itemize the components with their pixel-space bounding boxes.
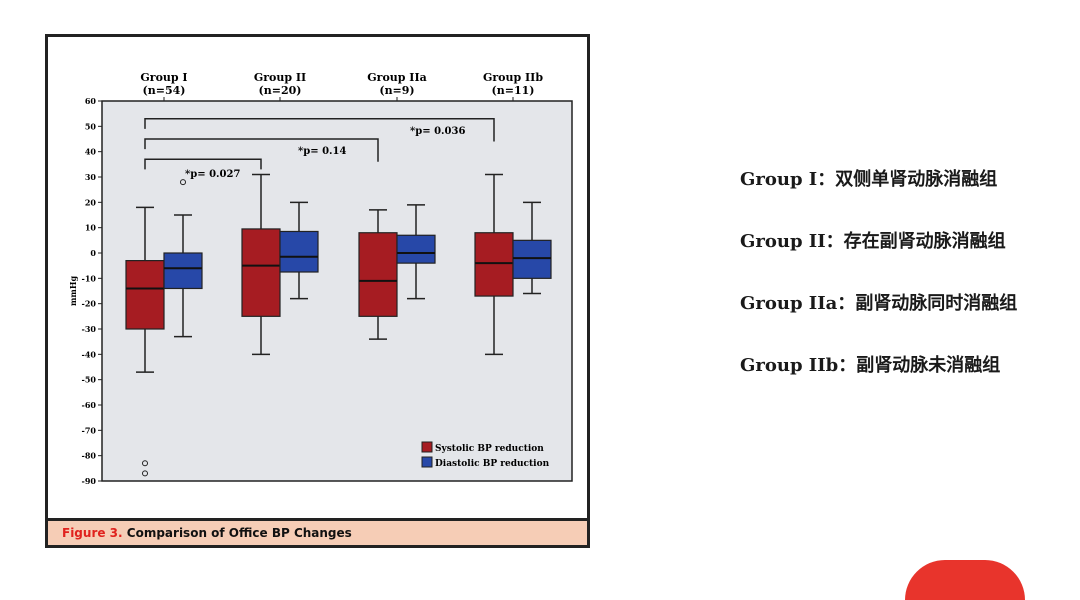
box-systolic bbox=[125, 260, 165, 330]
box-diastolic bbox=[279, 230, 319, 273]
y-tick-label: 10 bbox=[85, 223, 97, 233]
category-label: Group IIa bbox=[367, 71, 426, 84]
y-tick-label: -40 bbox=[82, 349, 97, 359]
group-description-item: Group I：双侧单肾动脉消融组 bbox=[740, 165, 1017, 227]
significance-bracket bbox=[144, 158, 262, 170]
legend-label: Systolic BP reduction bbox=[435, 444, 544, 454]
y-tick-label: 0 bbox=[90, 248, 96, 258]
legend-swatch bbox=[421, 441, 433, 453]
group-name: Group I： bbox=[740, 169, 836, 190]
category-label: Group II bbox=[254, 71, 306, 84]
significance-bracket bbox=[144, 138, 379, 162]
decorative-red-shape bbox=[905, 560, 1025, 600]
group-text: 副肾动脉未消融组 bbox=[856, 355, 1001, 376]
group-name: Group II： bbox=[740, 231, 844, 252]
p-value-label: *p= 0.036 bbox=[410, 126, 465, 137]
category-label: Group IIb bbox=[483, 71, 543, 84]
box-systolic bbox=[358, 232, 398, 317]
y-tick-label: -50 bbox=[82, 375, 97, 385]
y-tick-label: 20 bbox=[85, 197, 97, 207]
y-tick-label: 40 bbox=[85, 147, 97, 157]
y-tick-label: 50 bbox=[85, 121, 97, 131]
y-tick-label: 30 bbox=[85, 172, 97, 182]
figure-caption: Figure 3. Comparison of Office BP Change… bbox=[45, 518, 590, 548]
box-plot-chart: 60 50 40 30 20 10 0 -10 -20 -30 -40 -50 -60 -70 -80 -90… bbox=[68, 71, 573, 486]
outlier-point bbox=[142, 460, 148, 467]
y-tick-label: -60 bbox=[82, 400, 97, 410]
group-text: 存在副肾动脉消融组 bbox=[843, 231, 1006, 252]
outlier-point bbox=[142, 470, 148, 477]
y-tick-label: -30 bbox=[82, 324, 97, 334]
group-description-item: Group IIb：副肾动脉未消融组 bbox=[740, 351, 1017, 413]
group-text: 双侧单肾动脉消融组 bbox=[835, 169, 998, 190]
figure-frame: 60 50 40 30 20 10 0 -10 -20 -30 -40 -50 -60 -70 -80 -90… bbox=[45, 34, 590, 548]
category-n-label: (n=11) bbox=[492, 84, 535, 97]
caption-title: Comparison of Office BP Changes bbox=[126, 526, 352, 540]
category-label: Group I bbox=[140, 71, 187, 84]
box-systolic bbox=[241, 228, 281, 317]
y-tick-label: -20 bbox=[82, 299, 97, 309]
y-tick-label: -10 bbox=[82, 273, 97, 283]
group-name: Group IIb： bbox=[740, 355, 857, 376]
group-description-list: Group I：双侧单肾动脉消融组 Group II：存在副肾动脉消融组 Gro… bbox=[740, 165, 1017, 413]
category-n-label: (n=20) bbox=[259, 84, 302, 97]
y-tick-label: -80 bbox=[82, 451, 97, 461]
significance-bracket bbox=[144, 117, 495, 142]
y-tick-label: -90 bbox=[82, 476, 97, 486]
box-diastolic bbox=[396, 234, 436, 264]
box-diastolic bbox=[512, 239, 552, 279]
group-name: Group IIa： bbox=[740, 293, 856, 314]
group-text: 副肾动脉同时消融组 bbox=[855, 293, 1018, 314]
group-description-item: Group II：存在副肾动脉消融组 bbox=[740, 227, 1017, 289]
box-systolic bbox=[474, 232, 514, 297]
y-tick-label: 60 bbox=[85, 96, 97, 106]
legend-swatch bbox=[421, 456, 433, 468]
y-axis-label: mmHg bbox=[68, 276, 78, 306]
category-n-label: (n=54) bbox=[143, 84, 186, 97]
caption-figure-number: Figure 3. bbox=[62, 526, 123, 540]
p-value-label: *p= 0.14 bbox=[298, 146, 346, 157]
category-n-label: (n=9) bbox=[379, 84, 414, 97]
p-value-label: *p= 0.027 bbox=[185, 169, 240, 180]
outlier-point bbox=[180, 179, 186, 186]
box-diastolic bbox=[163, 252, 203, 290]
group-description-item: Group IIa：副肾动脉同时消融组 bbox=[740, 289, 1017, 351]
legend-label: Diastolic BP reduction bbox=[435, 459, 550, 469]
y-tick-label: -70 bbox=[82, 425, 97, 435]
